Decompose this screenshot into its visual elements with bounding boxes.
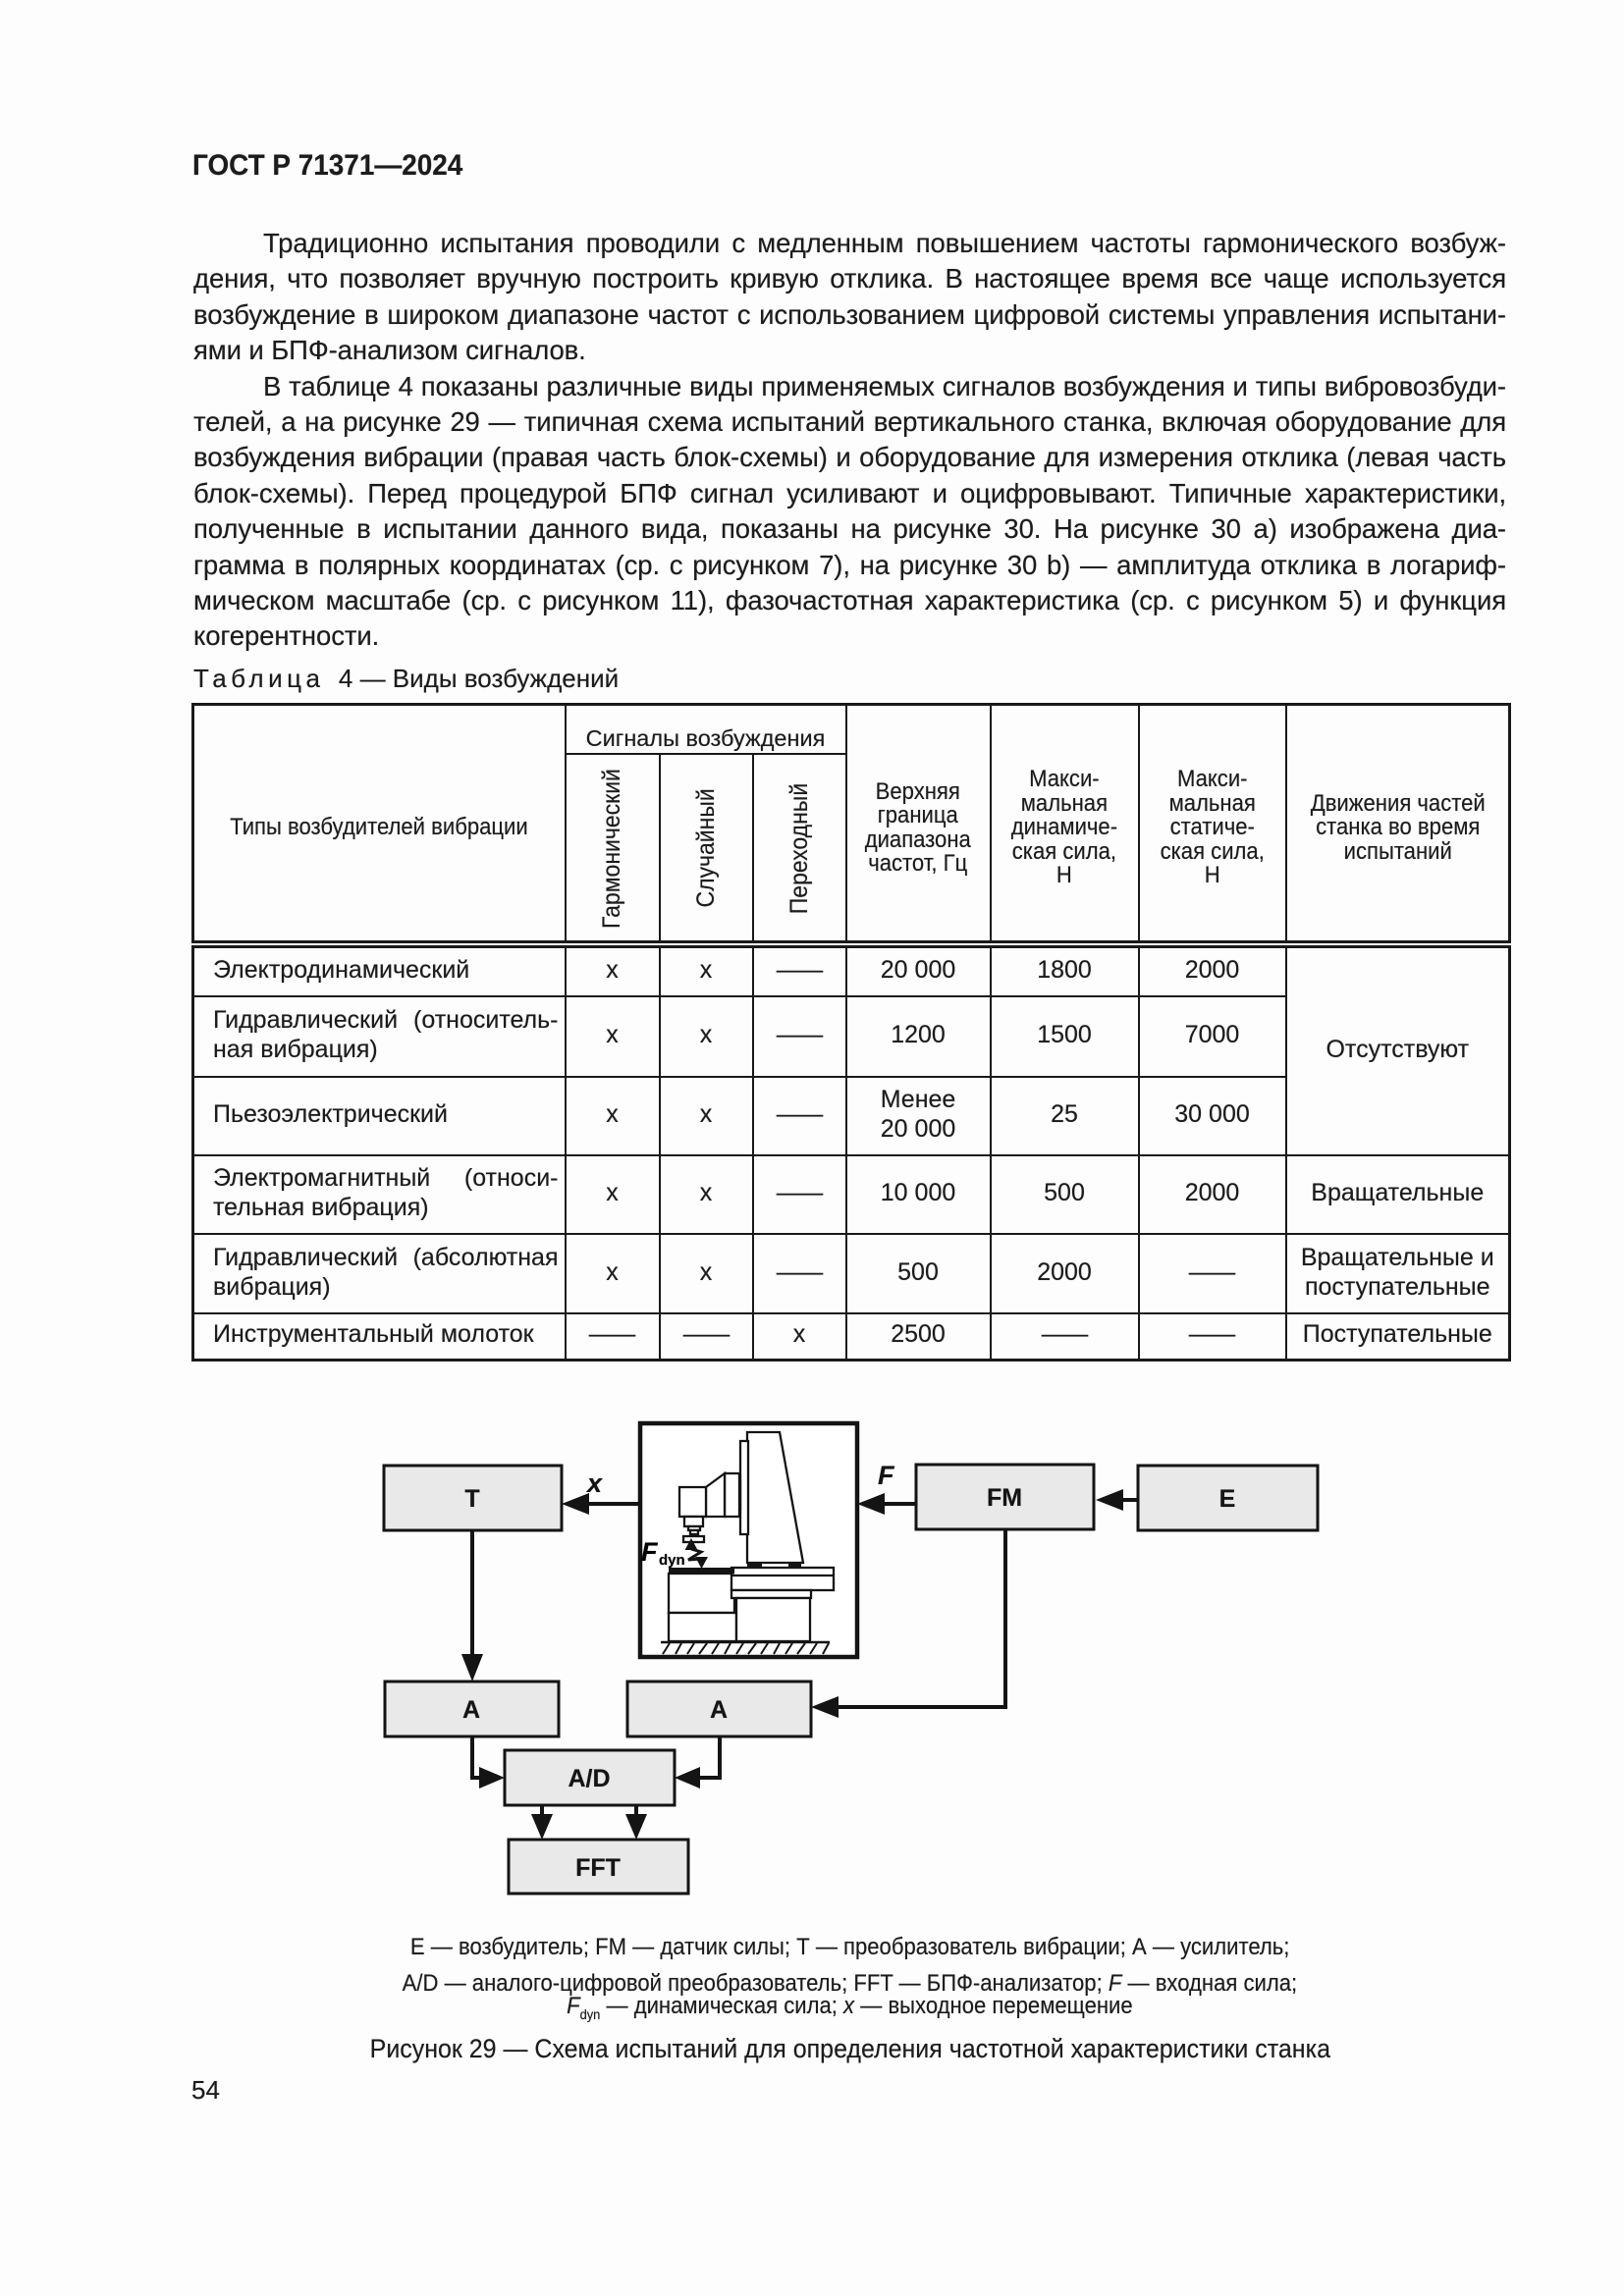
svg-text:F: F <box>641 1537 659 1567</box>
svg-text:A: A <box>710 1696 728 1724</box>
svg-text:E: E <box>1219 1485 1236 1513</box>
svg-text:dyn: dyn <box>659 1552 685 1569</box>
svg-text:x: x <box>585 1468 603 1498</box>
svg-text:FM: FM <box>987 1484 1022 1512</box>
svg-text:A: A <box>462 1696 480 1724</box>
svg-text:FFT: FFT <box>575 1854 621 1882</box>
svg-text:A/D: A/D <box>568 1765 610 1792</box>
svg-text:T: T <box>464 1485 479 1513</box>
svg-text:F: F <box>878 1461 895 1490</box>
